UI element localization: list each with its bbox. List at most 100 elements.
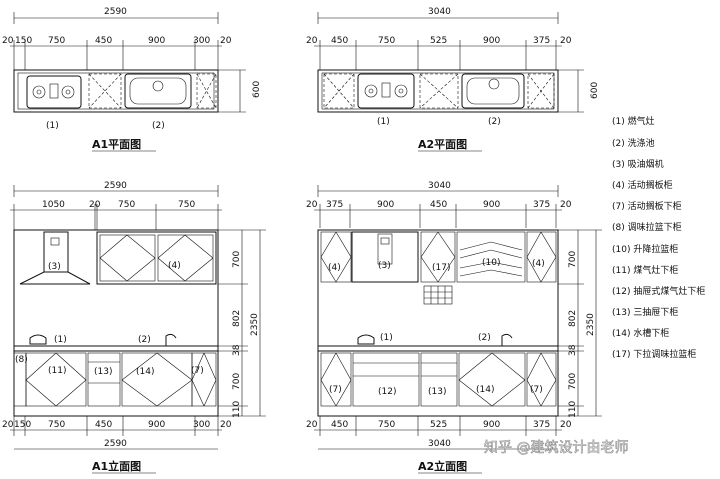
- a1-elev-overall-top: 2590: [104, 181, 127, 191]
- watermark: 知乎 @建筑设计由老师: [484, 439, 628, 456]
- a1-elev-h-2: 38: [232, 344, 242, 356]
- a1-elev-bot-seg-1: 150: [14, 420, 31, 430]
- a2-elev-h-0: 700: [568, 251, 578, 268]
- a2-plan-stove-icon: [357, 73, 415, 109]
- a2-plan-title: A2平面图: [418, 138, 467, 151]
- a2-elev-label-13: (13): [428, 387, 446, 397]
- a1-plan-sink-icon: [124, 73, 192, 109]
- legend-item-8: (8) 调味拉篮下柜: [612, 221, 682, 233]
- a2-elev-bot-seg-6: 20: [560, 420, 572, 430]
- a2-elev-bot-seg-3: 525: [430, 420, 447, 430]
- a1-plan-seg-5: 300: [193, 36, 210, 46]
- a2-elevation: 3040 20 375 900 450 900 375 20 (4) (3) (…: [306, 181, 602, 474]
- a1-elev-total-h: 2350: [250, 313, 260, 336]
- a1-plan-seg-3: 450: [95, 36, 112, 46]
- a1-plan-depth: 600: [252, 81, 262, 98]
- a1-elev-bot-seg-6: 20: [220, 420, 232, 430]
- a2-plan: 3040 20 450 750 525 900 375 20 600 (1): [306, 7, 600, 152]
- legend-item-3: (3) 吸油烟机: [612, 158, 664, 170]
- legend-item-7: (7) 活动搁板下柜: [612, 200, 682, 212]
- a2-elev-label-7a: (7): [329, 385, 342, 395]
- a1-elev-top-seg-2: 750: [118, 200, 135, 210]
- a2-elev-label-14: (14): [476, 385, 494, 395]
- a2-elev-top-seg-5: 375: [533, 200, 550, 210]
- a1-plan-label-2: (2): [152, 121, 165, 131]
- a2-elev-h-3: 700: [568, 373, 578, 390]
- a2-plan-seg-4: 900: [483, 36, 500, 46]
- a2-elev-label-10: (10): [482, 258, 500, 268]
- a2-elev-title: A2立面图: [418, 459, 467, 473]
- a1-elev-top-seg-1: 20: [89, 200, 101, 210]
- a2-elev-faucet-icon: [501, 333, 513, 346]
- legend-item-2: (2) 洗涤池: [612, 137, 655, 149]
- legend-item-12: (12) 抽屉式煤气灶下柜: [612, 285, 705, 297]
- a2-elev-h-4: 110: [568, 401, 578, 418]
- a2-elev-bot-seg-1: 450: [331, 420, 348, 430]
- a2-plan-label-1: (1): [377, 117, 390, 127]
- a1-elev-label-3: (3): [48, 262, 61, 272]
- a1-elev-bot-seg-0: 20: [2, 420, 14, 430]
- a2-elev-label-17: (17): [432, 263, 450, 273]
- a2-plan-depth: 600: [590, 82, 600, 99]
- a1-elev-bot-seg-5: 300: [193, 420, 210, 430]
- a1-elev-h-4: 110: [232, 401, 242, 418]
- a2-plan-seg-0: 20: [306, 36, 318, 46]
- a1-elev-label-8: (8): [15, 355, 28, 365]
- a2-elev-bot-seg-0: 20: [306, 420, 318, 430]
- a2-elev-kettle-icon: [357, 334, 375, 345]
- legend-item-1: (1) 燃气灶: [612, 115, 655, 127]
- a2-elev-h-1: 802: [568, 310, 578, 327]
- a1-plan: 2590 20 150 750 450 900 300 20: [2, 7, 262, 152]
- legend-item-13: (13) 三抽屉下柜: [612, 306, 678, 318]
- a2-plan-sink-icon: [461, 73, 525, 109]
- a1-elev-h-3: 700: [232, 373, 242, 390]
- legend-item-10: (10) 升降拉篮柜: [612, 243, 678, 255]
- a1-elev-h-1: 802: [232, 310, 242, 327]
- a2-elev-label-12: (12): [378, 387, 396, 397]
- a1-plan-seg-2: 750: [48, 36, 65, 46]
- a2-elev-label-3: (3): [378, 261, 391, 271]
- a1-plan-title: A1平面图: [92, 138, 141, 151]
- a2-elev-bot-seg-5: 375: [533, 420, 550, 430]
- a2-elev-label-2: (2): [478, 333, 491, 343]
- a1-elev-bot-seg-3: 450: [95, 420, 112, 430]
- a2-elev-top-seg-0: 20: [306, 200, 318, 210]
- a2-elev-top-seg-4: 900: [483, 200, 500, 210]
- a1-plan-seg-4: 900: [148, 36, 165, 46]
- a1-elev-label-14: (14): [136, 367, 154, 377]
- a2-plan-seg-5: 375: [533, 36, 550, 46]
- a2-plan-seg-3: 525: [430, 36, 447, 46]
- a1-elev-label-13: (13): [94, 367, 112, 377]
- a2-plan-overall-dim: 3040: [428, 7, 451, 17]
- a2-plan-label-2: (2): [488, 117, 501, 127]
- a2-elev-label-7b: (7): [530, 385, 543, 395]
- a1-elev-title: A1立面图: [92, 459, 141, 473]
- a1-elev-bot-seg-4: 900: [148, 420, 165, 430]
- a1-elev-label-11: (11): [48, 366, 66, 376]
- legend-item-14: (14) 水槽下柜: [612, 327, 669, 339]
- a2-elev-bot-seg-2: 750: [378, 420, 395, 430]
- a1-elev-label-2: (2): [138, 335, 151, 345]
- a2-elev-top-seg-6: 20: [560, 200, 572, 210]
- a1-elev-label-1: (1): [54, 335, 67, 345]
- a1-elev-kettle-icon: [29, 334, 47, 345]
- a1-plan-seg-0: 20: [2, 36, 14, 46]
- a1-elev-label-4: (4): [168, 261, 181, 271]
- a1-plan-seg-6: 20: [220, 36, 232, 46]
- a2-elev-label-4a: (4): [328, 263, 341, 273]
- a1-elev-label-7: (7): [191, 366, 204, 376]
- legend: (1) 燃气灶 (2) 洗涤池 (3) 吸油烟机 (4) 活动搁板柜 (7) 活…: [612, 115, 705, 360]
- a2-elev-label-1: (1): [380, 333, 393, 343]
- a2-plan-seg-2: 750: [378, 36, 395, 46]
- a1-elev-top-seg-0: 1050: [42, 200, 65, 210]
- a2-elev-total-h: 2350: [586, 313, 596, 336]
- a1-plan-stove-icon: [26, 75, 82, 109]
- a2-elev-h-2: 38: [568, 344, 578, 356]
- a2-elev-overall-top: 3040: [428, 181, 451, 191]
- a2-elev-overall-bottom: 3040: [428, 439, 451, 449]
- a1-elev-faucet-icon: [165, 333, 177, 346]
- a1-plan-overall-dim: 2590: [104, 7, 127, 17]
- a1-elev-overall-bottom: 2590: [104, 439, 127, 449]
- a2-plan-seg-6: 20: [560, 36, 572, 46]
